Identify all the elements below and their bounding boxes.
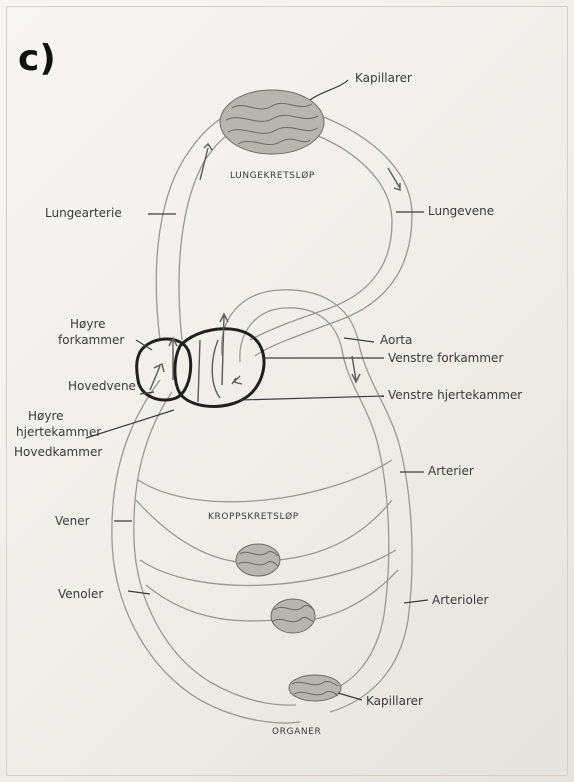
pulmonary-artery-outer [156,112,232,340]
septum-line-2 [212,340,220,398]
label-hoyre-forkammer: Høyre forkammer [58,317,124,347]
label-kapillarer-top: Kapillarer [355,71,412,85]
organ-capillary-bed-1 [236,544,280,576]
label-arterier: Arterier [428,464,474,478]
pulmonary-artery-inner [179,130,236,340]
organ-capillary-bed-3 [289,675,341,701]
label-kroppskretslop: KROPPSKRETSLØP [208,511,299,522]
organ-capillaries [236,544,341,701]
arrow-hovedvene-in [150,364,164,390]
label-lungevene: Lungevene [428,204,494,218]
label-hoyre-forkammer-line1: Høyre [70,317,106,331]
lung-capillaries [220,90,324,154]
upper-organ-loop-top [138,460,392,502]
label-hoyre-forkammer-line2: forkammer [58,333,124,347]
label-aorta: Aorta [380,333,412,347]
label-venstre-hjertekammer: Venstre hjertekammer [388,388,522,402]
label-lungearterie: Lungearterie [45,206,122,220]
label-hoyre-hjertekammer: Høyre hjertekammer [16,409,101,439]
leader-venoler [128,591,150,594]
leader-kapillarer-bottom [338,693,362,700]
label-vener: Vener [55,514,90,528]
label-lungekretslop: LUNGEKRETSLØP [230,170,315,181]
heart-main-outline [175,329,264,407]
mid-organ-loop-bottom [146,585,278,621]
arrow-up-pulmonary-artery [200,144,212,180]
pulmonary-vein-inner [250,136,392,340]
septum-line [198,340,200,402]
leader-kapillarer-top [310,80,348,100]
label-organer: ORGANER [272,727,321,737]
leader-venstre-hjertekammer [240,396,384,400]
label-venoler: Venoler [58,587,103,601]
organ-capillary-bed-2 [271,599,315,633]
label-arterioler: Arterioler [432,593,489,607]
leader-arterioler [404,600,428,603]
label-venstre-forkammer: Venstre forkammer [388,351,503,365]
label-hovedvene: Hovedvene [68,379,136,393]
panel-label: c) [18,38,56,79]
label-hoyre-hjertekammer-line1: Høyre [28,409,64,423]
arrow-venous-inflow [232,376,242,384]
label-hovedkammer: Hovedkammer [14,445,102,459]
label-hoyre-hjertekammer-line2: hjertekammer [16,425,101,439]
upper-organ-loop-right [278,500,392,560]
leader-aorta [344,338,374,342]
label-kapillarer-bottom: Kapillarer [366,694,423,708]
arrow-aorta-down [352,356,360,382]
